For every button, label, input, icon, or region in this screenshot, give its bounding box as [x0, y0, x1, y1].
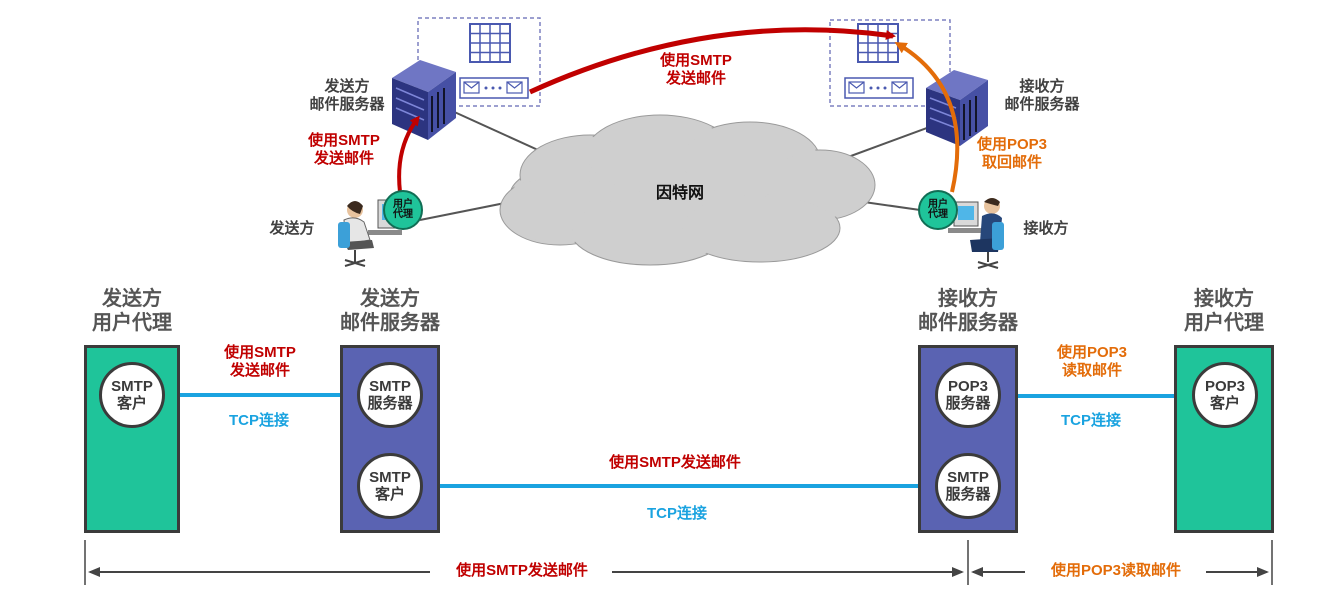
smtp-arrow-top [528, 27, 896, 95]
smtp-client-circle-2: SMTP 客户 [357, 453, 423, 519]
smtp-send-1-line1: 使用SMTP [224, 344, 296, 361]
receiver-server-title-2: 邮件服务器 [918, 312, 1018, 334]
pop3-server-line1: POP3 [947, 377, 989, 395]
pop3-read-line1: 使用POP3 [1056, 344, 1128, 361]
sender-server-title: 发送方 邮件服务器 [320, 287, 460, 335]
pop3-client-line1: POP3 [1204, 377, 1246, 395]
receiver-server-title-1: 接收方 [938, 288, 998, 310]
receiver-label: 接收方 [1023, 220, 1069, 237]
receiver-server-label-2: 邮件服务器 [1004, 96, 1080, 113]
smtp-send-left-1: 使用SMTP [308, 132, 380, 149]
pop3-client-line2: 客户 [1209, 395, 1240, 412]
pop3-read-label: 使用POP3 读取邮件 [1040, 344, 1144, 380]
smtp-client2-line2: 客户 [374, 486, 405, 503]
smtp-send-left-label: 使用SMTP 发送邮件 [296, 132, 392, 168]
smtp-server-circle-1: SMTP 服务器 [357, 362, 423, 428]
smtp-server-line2: 服务器 [367, 395, 413, 412]
pop3-fetch-1: 使用POP3 [976, 136, 1048, 153]
sender-server-label: 发送方 邮件服务器 [292, 78, 402, 114]
pop3-client-circle: POP3 客户 [1192, 362, 1258, 428]
smtp-send-1-line2: 发送邮件 [229, 362, 290, 379]
receiver-person-icon [948, 198, 1004, 269]
receiver-agent-line2: 代理 [928, 209, 948, 220]
sender-agent-line2: 代理 [393, 209, 413, 220]
smtp-send-top-2: 发送邮件 [665, 70, 726, 87]
pop3-fetch-label: 使用POP3 取回邮件 [964, 136, 1060, 172]
smtp-server-line1: SMTP [369, 377, 411, 395]
smtp-send-top-1: 使用SMTP [660, 52, 732, 69]
receiver-agent-title-2: 用户代理 [1184, 312, 1264, 334]
pop3-fetch-2: 取回邮件 [981, 154, 1042, 171]
internet-label: 因特网 [655, 185, 704, 202]
pop3-arrow [894, 41, 960, 193]
smtp-client-line2: 客户 [116, 395, 147, 412]
receiver-mailbox-icon [829, 19, 951, 107]
receiver-server-title: 接收方 邮件服务器 [898, 287, 1038, 335]
span-pop3-label: 使用POP3读取邮件 [1050, 562, 1182, 579]
smtp-send-top-label: 使用SMTP 发送邮件 [648, 52, 744, 88]
sender-server-label-1: 发送方 [324, 78, 370, 95]
pop3-server-line2: 服务器 [945, 395, 991, 412]
receiver-server-label: 接收方 邮件服务器 [992, 78, 1092, 114]
sender-label: 发送方 [269, 220, 315, 237]
smtp-client2-line1: SMTP [369, 468, 411, 486]
smtp-server-circle-2: SMTP 服务器 [935, 453, 1001, 519]
pop3-read-line2: 读取邮件 [1061, 362, 1122, 379]
tcp-3-label: TCP连接 [1060, 412, 1121, 429]
smtp-server2-line1: SMTP [947, 468, 989, 486]
receiver-agent-line1: 用户 [928, 198, 948, 210]
smtp-send-1-label: 使用SMTP 发送邮件 [208, 344, 312, 380]
receiver-server-label-1: 接收方 [1019, 78, 1065, 95]
receiver-agent-title-1: 接收方 [1194, 288, 1254, 310]
smtp-client-line1: SMTP [111, 377, 153, 395]
sender-agent-line1: 用户 [393, 198, 413, 210]
receiver-user-agent-badge: 用户 代理 [918, 190, 958, 230]
pop3-server-circle: POP3 服务器 [935, 362, 1001, 428]
sender-mailbox-icon [417, 17, 541, 107]
sender-agent-title: 发送方 用户代理 [72, 287, 192, 335]
sender-server-label-2: 邮件服务器 [309, 96, 385, 113]
smtp-arrow-left [397, 115, 420, 193]
sender-server-title-1: 发送方 [360, 288, 420, 310]
sender-server-title-2: 邮件服务器 [340, 312, 440, 334]
sender-agent-title-2: 用户代理 [92, 312, 172, 334]
sender-agent-title-1: 发送方 [102, 288, 162, 310]
smtp-send-left-2: 发送邮件 [313, 150, 374, 167]
span-smtp-label: 使用SMTP发送邮件 [456, 562, 588, 579]
sender-user-agent-badge: 用户 代理 [383, 190, 423, 230]
tcp-1-label: TCP连接 [228, 412, 289, 429]
smtp-send-2-label: 使用SMTP发送邮件 [609, 454, 741, 471]
tcp-2-label: TCP连接 [646, 505, 707, 522]
span-lines [84, 540, 1273, 585]
receiver-agent-title: 接收方 用户代理 [1164, 287, 1284, 335]
smtp-server2-line2: 服务器 [945, 486, 991, 503]
smtp-client-circle: SMTP 客户 [99, 362, 165, 428]
